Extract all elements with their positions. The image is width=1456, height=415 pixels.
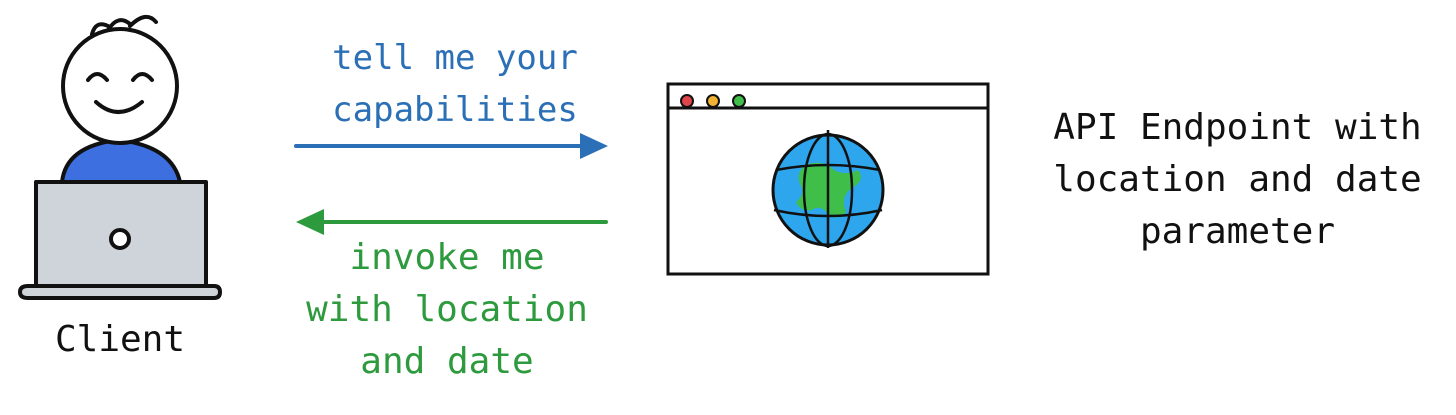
window-dot-yellow-icon [706, 94, 720, 108]
endpoint-label: API Endpoint with location and date para… [1053, 107, 1422, 252]
client-label: Client [54, 319, 186, 360]
client-person-icon [18, 14, 222, 300]
globe-icon [771, 130, 885, 248]
response-arrow [296, 209, 608, 235]
request-arrow [294, 133, 608, 159]
window-dot-green-icon [732, 94, 746, 108]
request-label: tell me your capabilities [332, 38, 578, 130]
response-label: invoke me with location and date [306, 237, 588, 382]
api-endpoint-window-icon [666, 82, 990, 276]
window-dot-red-icon [680, 94, 694, 108]
